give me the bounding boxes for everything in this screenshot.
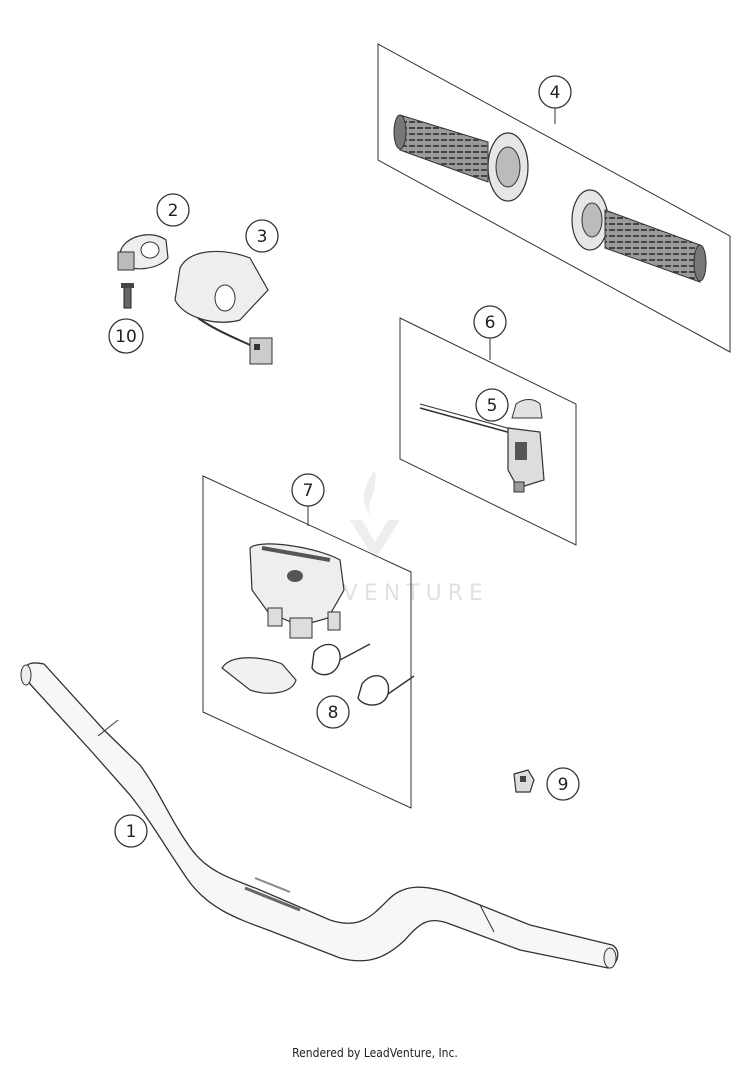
callout-1: 1: [114, 814, 148, 848]
screw-icon: [121, 283, 134, 309]
switch-panel: [202, 475, 412, 809]
clamp-icon: [117, 234, 169, 271]
callout-8: 8: [316, 695, 350, 729]
cap-icon: [511, 399, 543, 419]
callout-3: 3: [245, 219, 279, 253]
svg-text:7: 7: [303, 481, 314, 501]
footer-credit: Rendered by LeadVenture, Inc.: [292, 1046, 458, 1060]
switch-housing-icon: [174, 250, 273, 365]
callout-2: 2: [156, 193, 190, 227]
svg-text:10: 10: [115, 327, 137, 347]
svg-text:8: 8: [328, 703, 339, 723]
callout-7: 7: [291, 473, 325, 507]
callout-9: 9: [546, 767, 580, 801]
callout-4: 4: [538, 75, 572, 109]
throttle-panel: [399, 317, 577, 546]
callout-10: 10: [108, 318, 144, 354]
svg-text:9: 9: [558, 775, 569, 795]
svg-text:3: 3: [257, 227, 268, 247]
cable-tie-icon: [311, 643, 415, 706]
clip-icon: [513, 769, 535, 793]
svg-text:4: 4: [550, 83, 561, 103]
svg-text:1: 1: [126, 822, 137, 842]
svg-text:2: 2: [168, 201, 179, 221]
svg-text:6: 6: [485, 313, 496, 333]
right-grip-icon: [571, 189, 707, 283]
throttle-icon: [419, 403, 545, 493]
callout-5: 5: [475, 388, 509, 422]
grips-panel: [377, 43, 731, 353]
rubber-cover-icon: [221, 657, 297, 694]
svg-text:5: 5: [487, 396, 498, 416]
watermark-logo: [350, 470, 400, 560]
handlebar-icon: [20, 662, 619, 969]
handlebar-switch-icon: [249, 543, 345, 639]
left-grip-icon: [393, 114, 529, 202]
callout-6: 6: [473, 305, 507, 339]
